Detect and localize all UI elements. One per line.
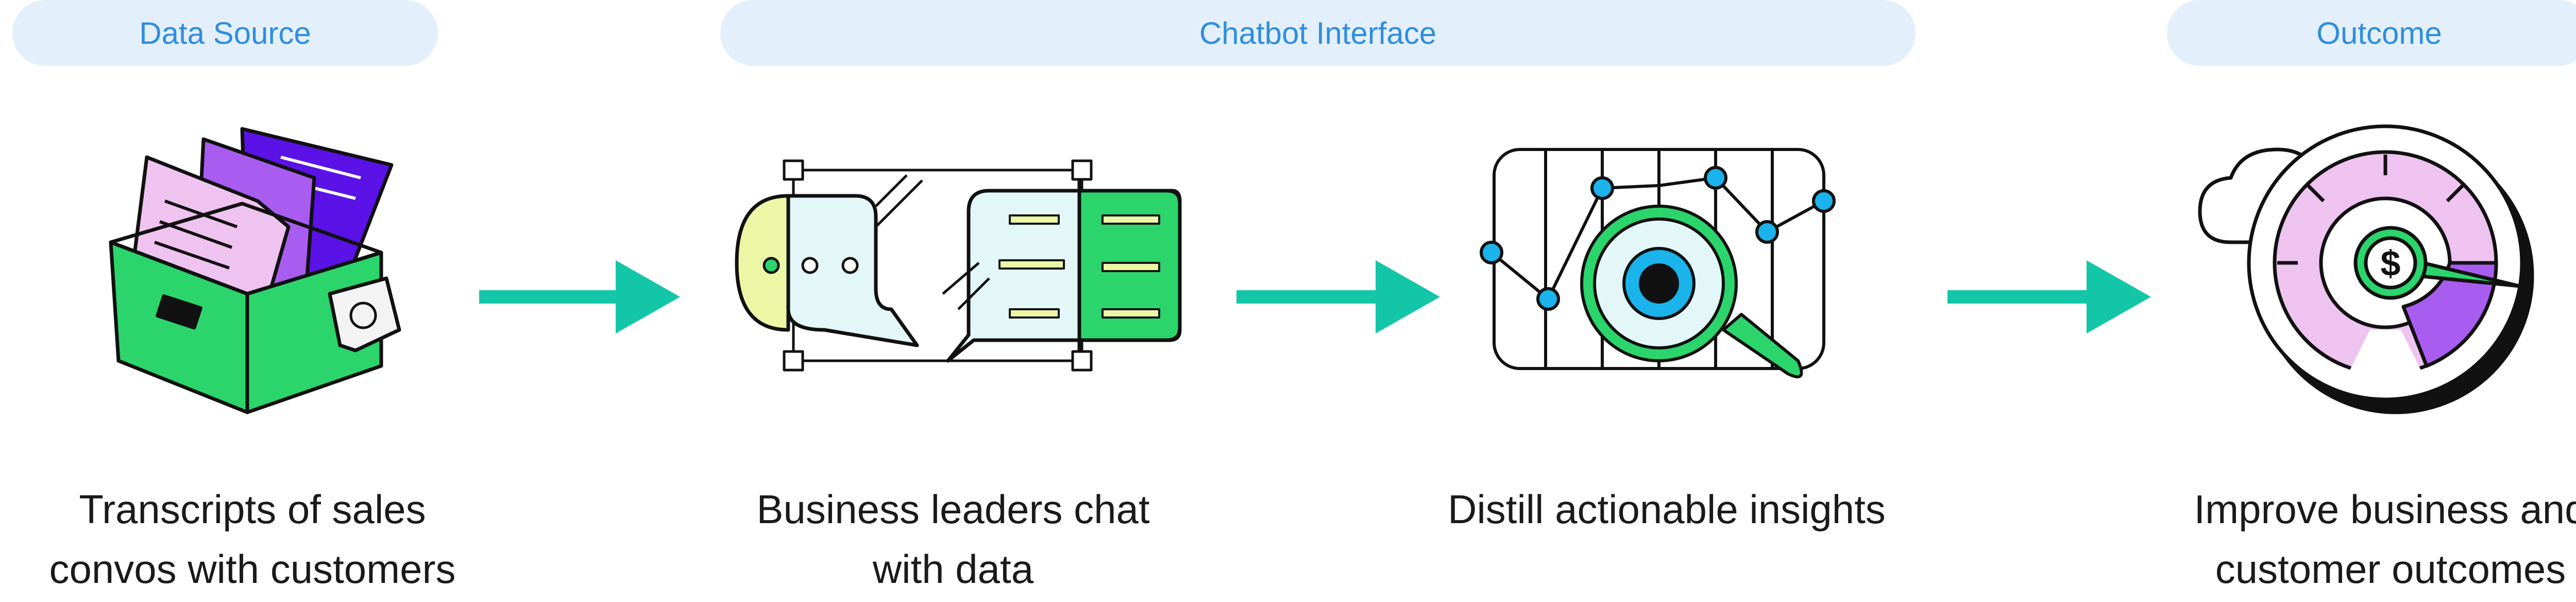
magnifier-graph-icon bbox=[1480, 148, 1836, 379]
step-caption-4-line2: customer outcomes bbox=[2215, 546, 2566, 592]
section-pill-chatbot-interface: Chatbot Interface bbox=[720, 0, 1916, 66]
file-box-icon bbox=[109, 127, 401, 414]
flow-arrow-1 bbox=[479, 260, 680, 333]
step-caption-4: Improve business and customer outcomes bbox=[2133, 479, 2576, 599]
step-caption-1: Transcripts of sales convos with custome… bbox=[0, 479, 510, 599]
step-caption-2-line1: Business leaders chat bbox=[756, 487, 1150, 532]
section-pill-outcome: Outcome bbox=[2167, 0, 2576, 66]
step-caption-1-line2: convos with customers bbox=[49, 546, 456, 592]
chat-bubbles-icon bbox=[735, 159, 1182, 372]
step-caption-3: Distill actionable insights bbox=[1409, 479, 1924, 539]
flow-arrow-3 bbox=[1947, 260, 2151, 333]
step-caption-4-line1: Improve business and bbox=[2194, 487, 2576, 532]
flow-arrow-2 bbox=[1236, 260, 1440, 333]
step-caption-2-line2: with data bbox=[872, 546, 1034, 592]
section-pill-data-source: Data Source bbox=[12, 0, 438, 66]
step-caption-3-line1: Distill actionable insights bbox=[1448, 487, 1886, 532]
step-caption-2: Business leaders chat with data bbox=[696, 479, 1211, 599]
step-caption-1-line1: Transcripts of sales bbox=[79, 487, 426, 532]
svg-text:$: $ bbox=[2381, 243, 2401, 283]
gauge-dollar-icon: $ bbox=[2198, 124, 2534, 414]
